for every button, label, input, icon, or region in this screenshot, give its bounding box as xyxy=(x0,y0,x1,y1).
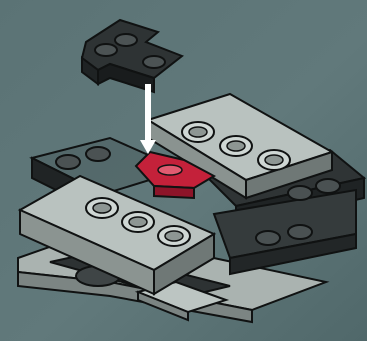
assembly-scene xyxy=(0,0,367,341)
assembly-illustration xyxy=(0,0,367,341)
